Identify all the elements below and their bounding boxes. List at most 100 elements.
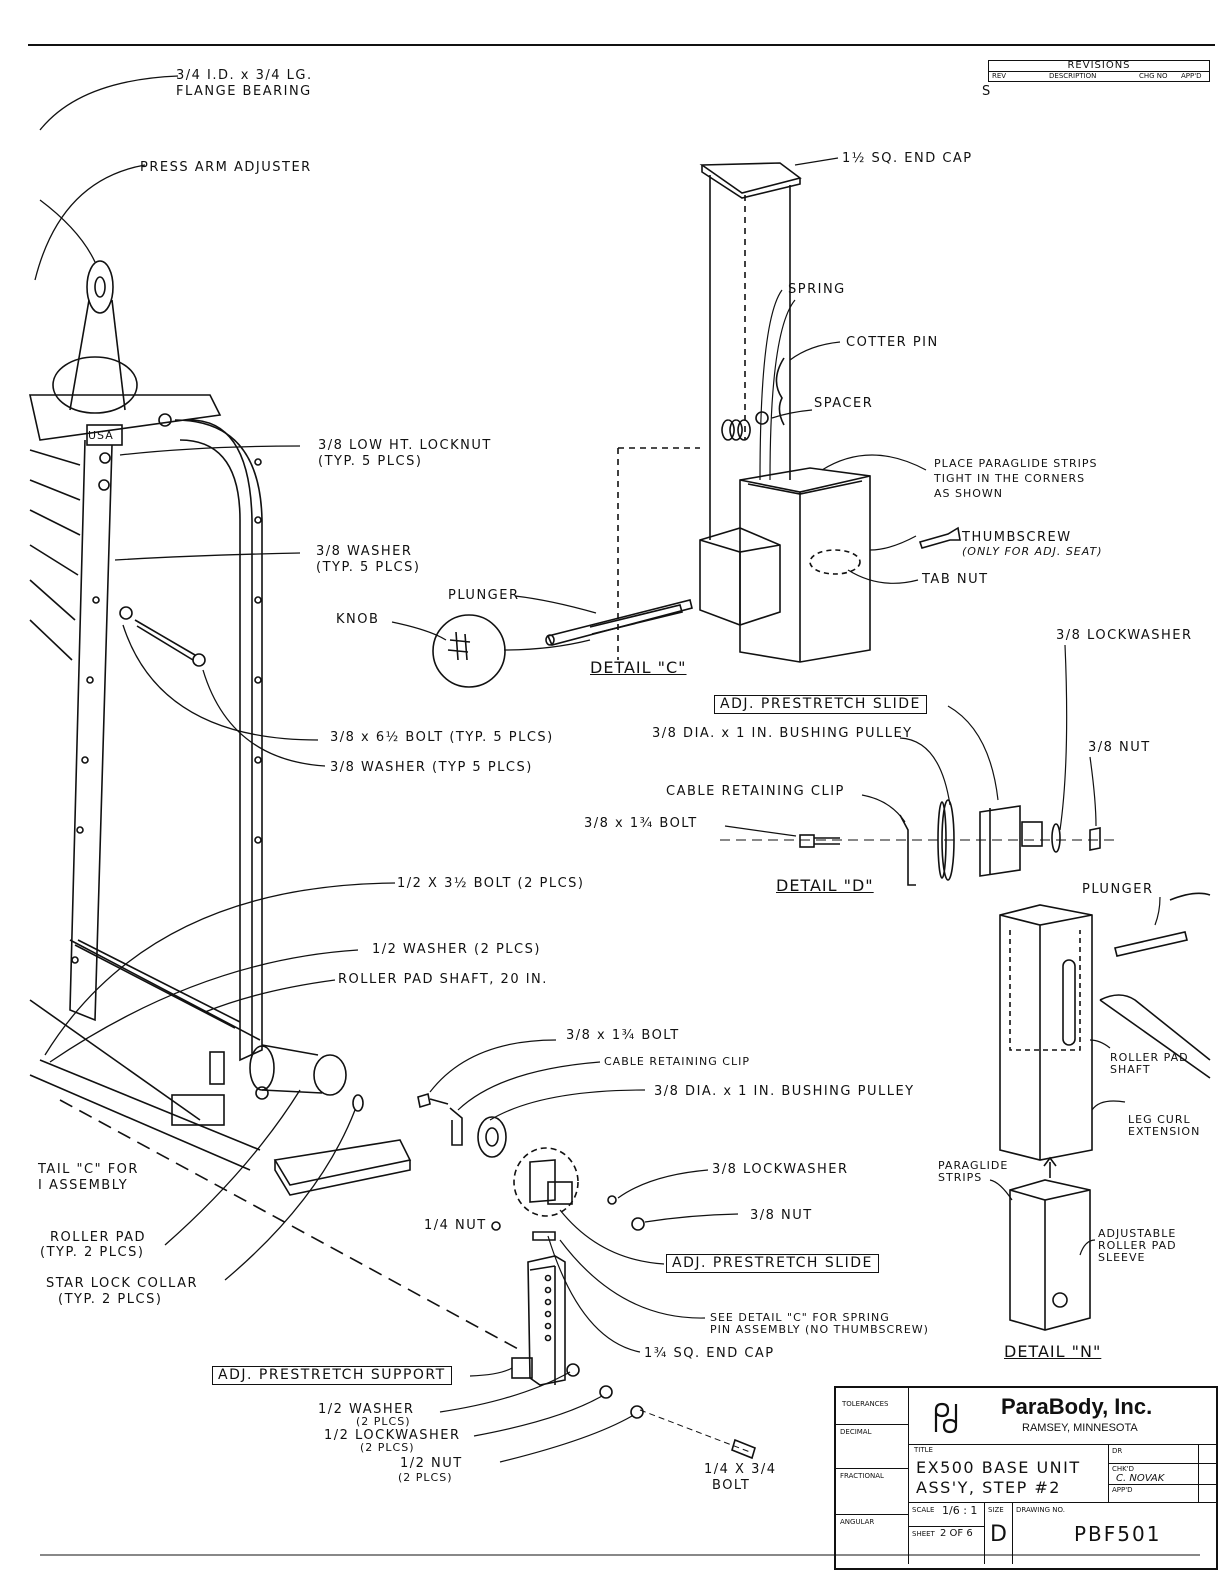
drawing-title-line-2: ASS'Y, STEP #2 [916,1478,1061,1497]
washer-12b-label-2: (2 PLCS) [356,1415,411,1428]
tolerance-column: TOLERANCES DECIMAL FRACTIONAL ANGULAR [836,1388,909,1564]
angular-label: ANGULAR [840,1518,875,1526]
revisions-block: REVISIONS REV DESCRIPTION CHG NO APP'D [988,60,1210,82]
bolt-d-label: 3/8 x 1¾ BOLT [584,816,698,831]
divider [984,1502,985,1564]
adj-roller-sleeve-2: ROLLER PAD [1098,1239,1177,1252]
title-field-label: TITLE [914,1446,933,1454]
size-label: SIZE [988,1506,1004,1514]
starlock-collar-label-1: STAR LOCK COLLAR [46,1276,199,1291]
paraglide-strips-1: PARAGLIDE [938,1159,1009,1172]
scale-label: SCALE [912,1506,935,1514]
spring-label: SPRING [788,282,846,297]
size-value: D [990,1522,1007,1547]
bolt-12x312-label: 1/2 X 3½ BOLT (2 PLCS) [397,876,585,891]
adj-prestretch-support-box: ADJ. PRESTRETCH SUPPORT [212,1366,452,1385]
revisions-title: REVISIONS [1067,60,1131,71]
chkd-label: CHK'D [1112,1465,1135,1473]
decimal-label: DECIMAL [840,1428,872,1436]
divider [1108,1463,1216,1464]
nut-main-label: 3/8 NUT [750,1208,813,1223]
detail-n-title: DETAIL "N" [1004,1342,1102,1361]
description-column: DESCRIPTION [1049,72,1097,80]
paraglide-note-3: AS SHOWN [934,487,1004,500]
adj-roller-sleeve-1: ADJUSTABLE [1098,1227,1177,1240]
adj-prestretch-slide-box-2: ADJ. PRESTRETCH SLIDE [666,1254,879,1273]
divider [836,1468,908,1469]
washer-38-label-2: (TYP. 5 PLCS) [316,560,421,575]
nut-12-label-2: (2 PLCS) [398,1471,453,1484]
paraglide-strips-2: STRIPS [938,1171,983,1184]
chg-no-column: CHG NO [1139,72,1168,80]
nut-d-label: 3/8 NUT [1088,740,1151,755]
divider [1012,1502,1013,1564]
bolt-main-label: 3/8 x 1¾ BOLT [566,1028,680,1043]
lockwasher-12-label-1: 1/2 LOCKWASHER [324,1428,461,1443]
spacer-label: SPACER [814,396,874,411]
divider [836,1514,908,1515]
appd-label: APP'D [1112,1486,1133,1494]
divider [908,1502,1216,1503]
detail-c-for-label-1: TAIL "C" FOR [38,1162,139,1177]
press-arm-adjuster-label: PRESS ARM ADJUSTER [140,160,312,175]
fractional-label: FRACTIONAL [840,1472,884,1480]
bolt-14x34-label-2: BOLT [712,1478,751,1493]
detail-d-title: DETAIL "D" [776,876,874,895]
adj-roller-sleeve-3: SLEEVE [1098,1251,1146,1264]
washer-12-label: 1/2 WASHER (2 PLCS) [372,942,541,957]
sheet-value: 2 OF 6 [940,1528,973,1539]
usa-label: USA [88,429,114,442]
detail-c-for-label-2: I ASSEMBLY [38,1178,129,1193]
revisions-header-row: REV DESCRIPTION CHG NO APP'D [989,71,1209,81]
washer-38-typ5-label: 3/8 WASHER (TYP 5 PLCS) [330,760,533,775]
adj-prestretch-slide-box: ADJ. PRESTRETCH SLIDE [714,695,927,714]
roller-pad-shaft-n-2: SHAFT [1110,1063,1151,1076]
drawn-label: DR [1112,1447,1123,1455]
see-detail-c-2: PIN ASSEMBLY (NO THUMBSCREW) [710,1323,929,1336]
appd-column: APP'D [1181,72,1202,80]
title-block: TOLERANCES DECIMAL FRACTIONAL ANGULAR Pa… [834,1386,1218,1570]
see-detail-c-1: SEE DETAIL "C" FOR SPRING [710,1311,890,1324]
divider [908,1526,984,1527]
pb-logo-icon [934,1402,958,1434]
detail-c-title: DETAIL "C" [590,658,687,677]
tolerances-label: TOLERANCES [842,1400,889,1408]
plunger-n-label: PLUNGER [1082,882,1154,897]
bushing-pulley-main-label: 3/8 DIA. x 1 IN. BUSHING PULLEY [654,1084,915,1099]
cotter-pin-label: COTTER PIN [846,335,939,350]
drawing-title-line-1: EX500 BASE UNIT [916,1458,1081,1477]
company-name: ParaBody, Inc. [1001,1394,1153,1419]
cable-clip-d-label: CABLE RETAINING CLIP [666,784,845,799]
roller-pad-label-1: ROLLER PAD [50,1230,147,1245]
company-location: RAMSEY, MINNESOTA [1022,1422,1138,1434]
divider [908,1444,1216,1445]
locknut-label-1: 3/8 LOW HT. LOCKNUT [318,438,492,453]
knob-label: KNOB [336,612,380,627]
detail-n-drawing [989,892,1211,1331]
roller-pad-label-2: (TYP. 2 PLCS) [40,1245,145,1260]
leg-curl-ext-1: LEG CURL [1128,1113,1191,1126]
divider [1108,1484,1216,1485]
locknut-label-2: (TYP. 5 PLCS) [318,454,423,469]
drawing-no-label: DRAWING NO. [1016,1506,1065,1514]
nut-14-label: 1/4 NUT [424,1218,487,1233]
divider [1198,1444,1199,1502]
revision-mark: S [982,84,992,99]
thumbscrew-label: THUMBSCREW [962,530,1072,545]
cable-clip-main-label: CABLE RETAINING CLIP [604,1055,750,1068]
bolt-38x612-label: 3/8 x 6½ BOLT (TYP. 5 PLCS) [330,730,554,745]
drawing-number: PBF501 [1074,1522,1162,1546]
roller-pad-shaft-label: ROLLER PAD SHAFT, 20 IN. [338,972,548,987]
flange-bearing-label-2: FLANGE BEARING [176,84,312,99]
flange-bearing-label-1: 3/4 I.D. x 3/4 LG. [176,68,313,83]
detail-c-drawing [391,157,961,688]
starlock-collar-label-2: (TYP. 2 PLCS) [58,1292,163,1307]
roller-pad-shaft-n-1: ROLLER PAD [1110,1051,1189,1064]
paraglide-note-1: PLACE PARAGLIDE STRIPS [934,457,1098,470]
rev-column: REV [992,72,1007,80]
frame-drawing [29,260,521,1351]
lockwasher-main-label: 3/8 LOCKWASHER [712,1162,849,1177]
bolt-14x34-label-1: 1/4 X 3/4 [704,1462,777,1477]
end-cap-134-label: 1¾ SQ. END CAP [644,1346,775,1361]
